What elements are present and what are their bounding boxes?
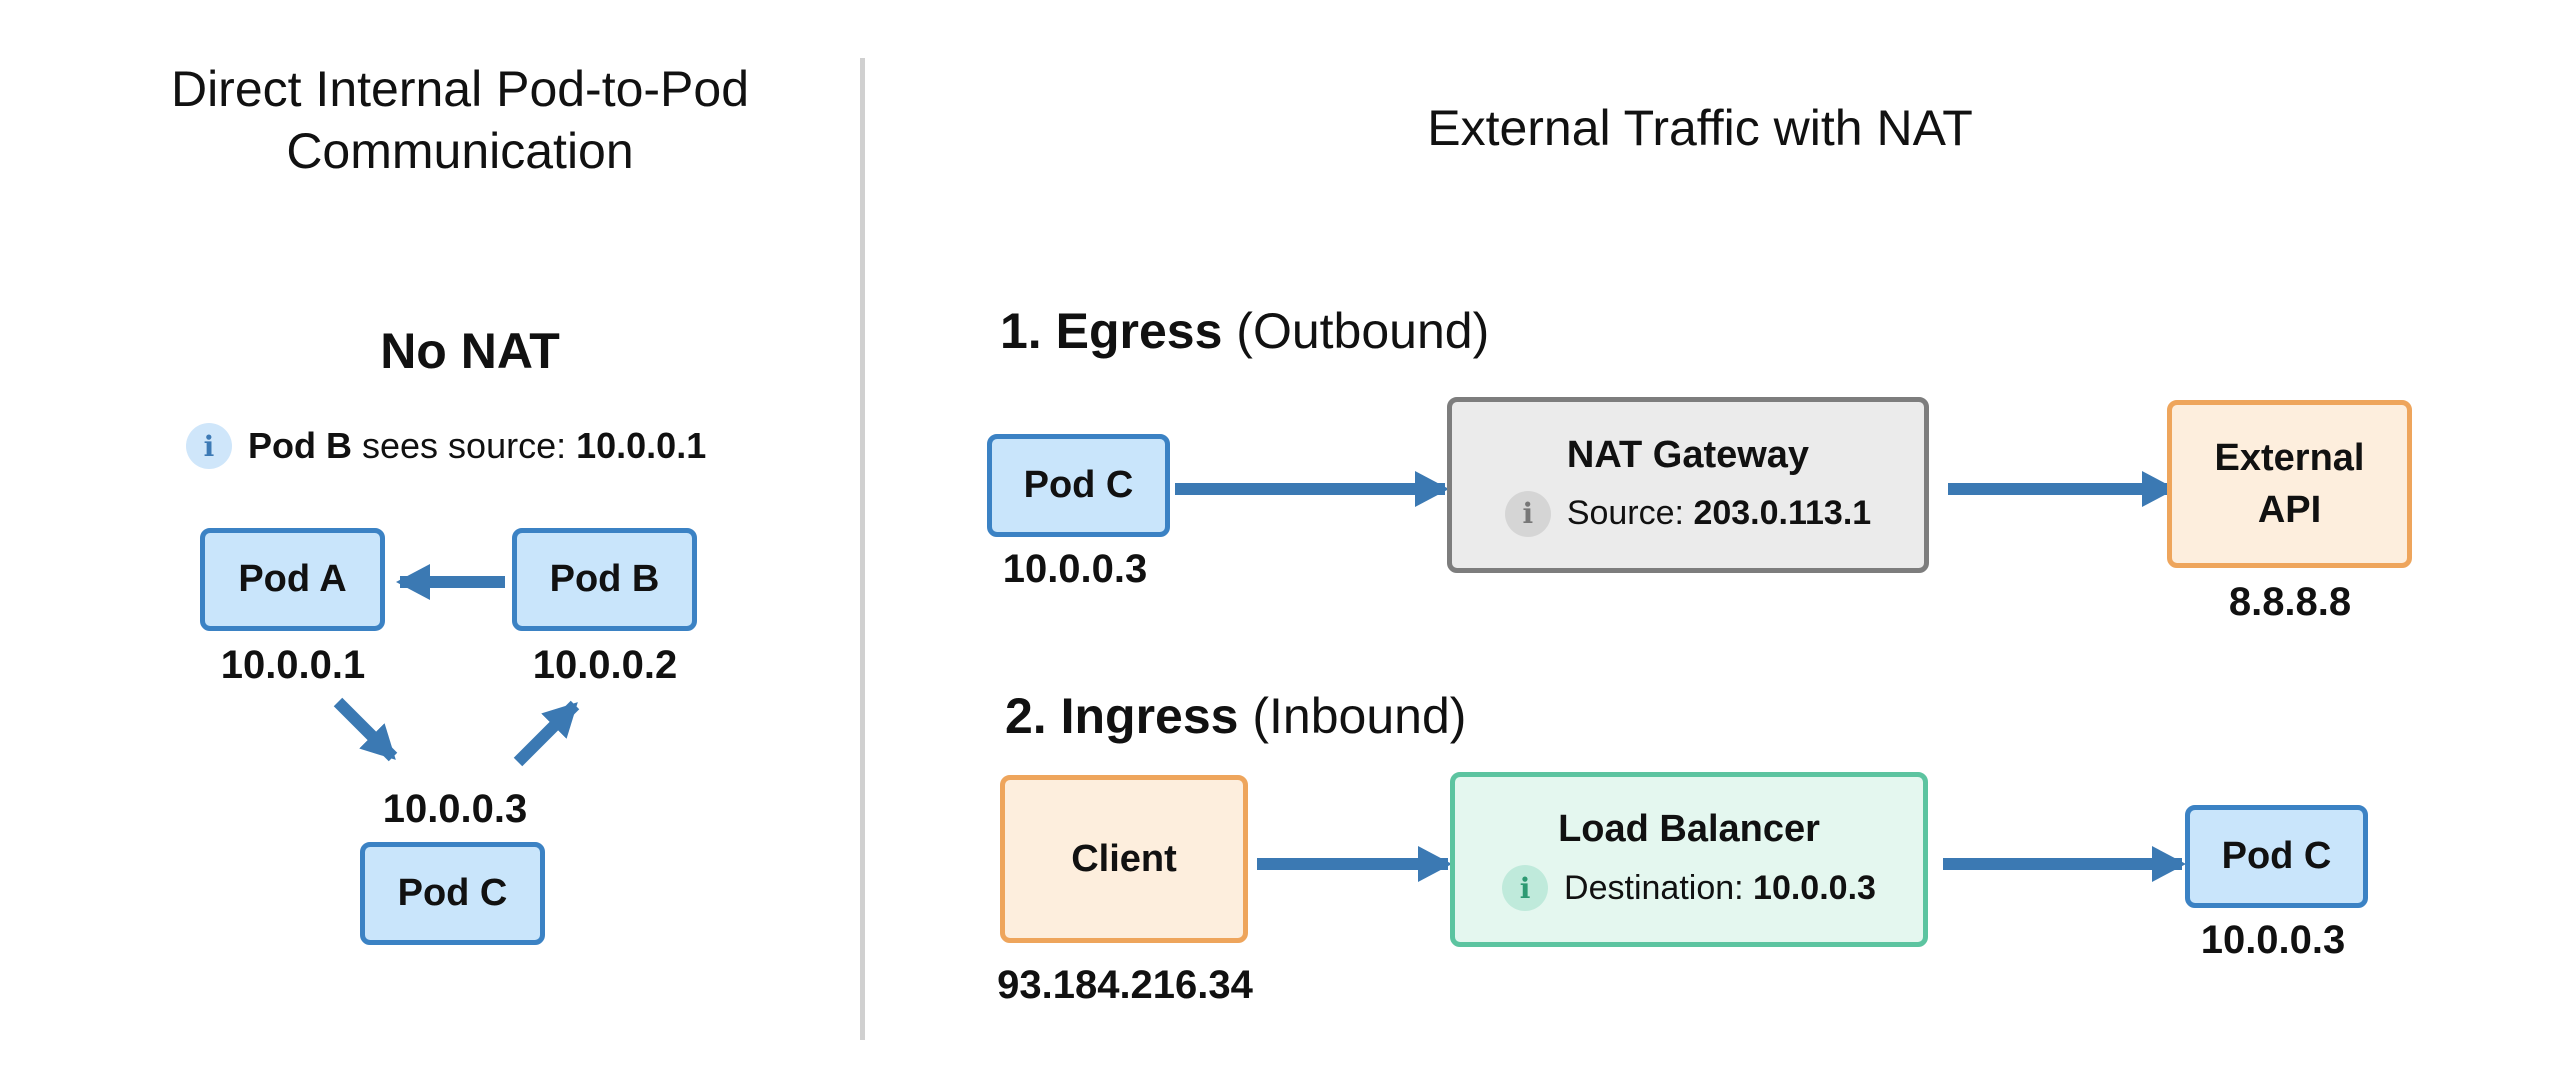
- pod-b-ip: 10.0.0.2: [532, 643, 678, 687]
- pod-c-ip: 10.0.0.3: [382, 787, 528, 831]
- ingress-qualifier: (Inbound): [1252, 688, 1467, 744]
- pod-c-label: Pod C: [397, 872, 508, 914]
- client-label: Client: [1071, 838, 1177, 880]
- load-balancer-destination-ip: 10.0.0.3: [1753, 868, 1876, 907]
- load-balancer-box: Load Balancer i Destination: 10.0.0.3: [1450, 772, 1928, 947]
- ingress-heading: 2. Ingress (Inbound): [1005, 687, 1466, 745]
- ingress-number: 2.: [1005, 688, 1047, 744]
- pod-a-ip: 10.0.0.1: [220, 643, 366, 687]
- arrow-pod-a-to-pod-c: [333, 697, 398, 762]
- info-icon: i: [186, 423, 232, 469]
- note-source-ip: 10.0.0.1: [576, 425, 707, 466]
- nat-gateway-source-ip: 203.0.113.1: [1693, 494, 1872, 532]
- load-balancer-destination: i Destination: 10.0.0.3: [1502, 865, 1876, 911]
- pod-a-box: Pod A: [200, 528, 385, 631]
- no-nat-note: i Pod B sees source: 10.0.0.1: [186, 423, 706, 469]
- load-balancer-destination-text: Destination:: [1564, 868, 1754, 907]
- nat-gateway-source: i Source: 203.0.113.1: [1504, 490, 1872, 537]
- nat-gateway-label: NAT Gateway: [1566, 433, 1810, 476]
- pod-a-label: Pod A: [238, 558, 347, 600]
- ingress-name: Ingress: [1060, 688, 1239, 744]
- right-panel-title: External Traffic with NAT: [1427, 100, 1973, 156]
- egress-name: Egress: [1055, 303, 1223, 359]
- egress-pod-c-ip: 10.0.0.3: [1002, 547, 1148, 591]
- panel-divider: [860, 58, 865, 1040]
- pod-b-label: Pod B: [549, 558, 660, 600]
- egress-number: 1.: [1000, 303, 1042, 359]
- nat-gateway-box: NAT Gateway i Source: 203.0.113.1: [1447, 397, 1929, 573]
- ingress-pod-c-label: Pod C: [2221, 835, 2332, 877]
- load-balancer-label: Load Balancer: [1558, 808, 1820, 850]
- egress-qualifier: (Outbound): [1236, 303, 1490, 359]
- note-pod-name: Pod B: [248, 425, 352, 466]
- ingress-pod-c-ip: 10.0.0.3: [2200, 918, 2346, 962]
- egress-pod-c-box: Pod C: [987, 434, 1170, 537]
- nat-gateway-source-text: Source:: [1566, 494, 1694, 532]
- info-icon: i: [1502, 865, 1549, 911]
- note-text: sees source:: [352, 425, 577, 466]
- left-panel-title: Direct Internal Pod-to-Pod Communication: [170, 61, 750, 179]
- client-ip: 93.184.216.34: [997, 963, 1253, 1007]
- info-icon: i: [1504, 490, 1551, 537]
- ingress-pod-c-box: Pod C: [2185, 805, 2368, 908]
- external-api-label-line1: External: [2214, 437, 2365, 479]
- external-api-ip: 8.8.8.8: [2228, 580, 2352, 624]
- pod-c-box: Pod C: [360, 842, 545, 945]
- pod-b-box: Pod B: [512, 528, 697, 631]
- egress-pod-c-label: Pod C: [1023, 464, 1134, 506]
- external-api-label-line2: API: [2257, 489, 2322, 531]
- egress-heading: 1. Egress (Outbound): [1000, 302, 1489, 360]
- external-api-box: External API: [2167, 400, 2412, 568]
- arrow-pod-c-to-pod-b: [513, 700, 580, 767]
- no-nat-heading: No NAT: [380, 323, 560, 379]
- client-box: Client: [1000, 775, 1248, 943]
